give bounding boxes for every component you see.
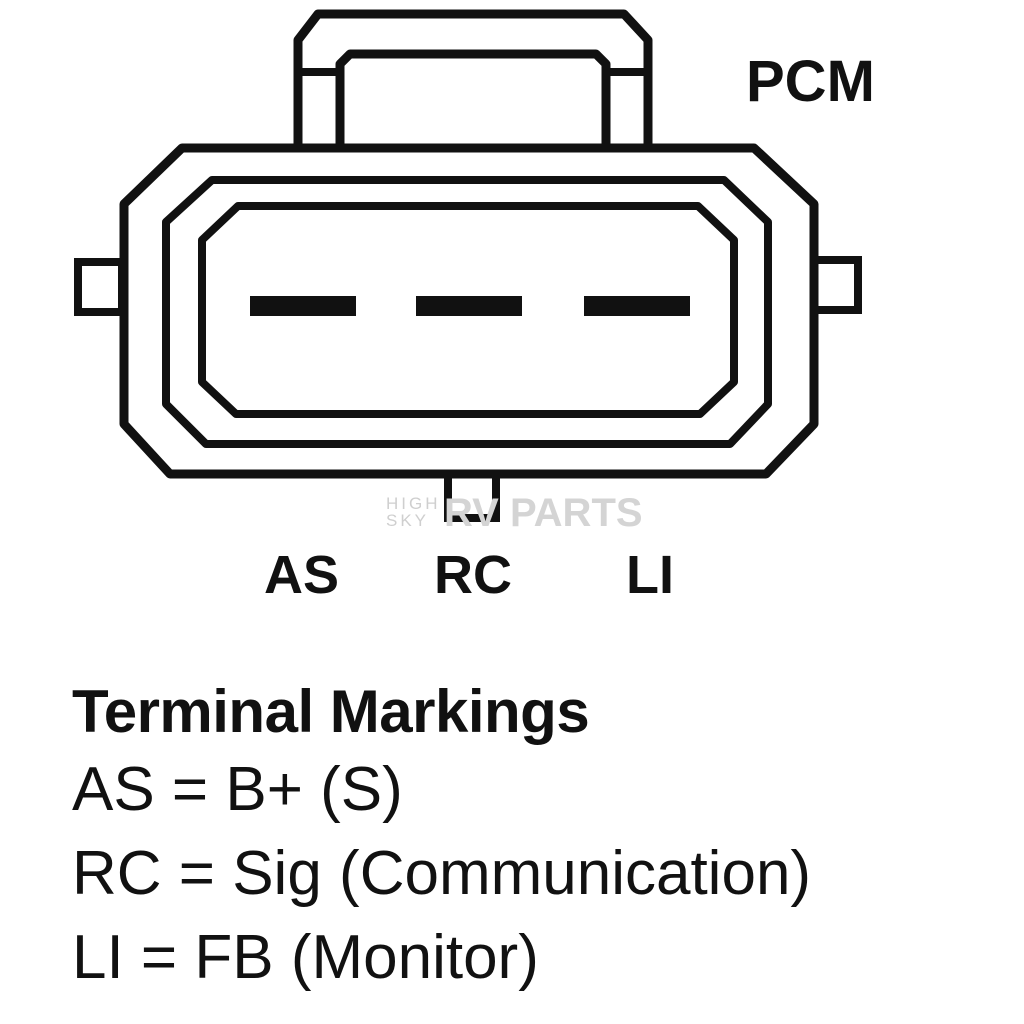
pcm-label: PCM [746, 49, 875, 114]
watermark-line2: SKY [386, 511, 429, 530]
connector-latch-inner [335, 49, 611, 146]
legend-title: Terminal Markings [72, 678, 590, 745]
connector-right-tab [810, 256, 862, 314]
terminal-label-rc: RC [434, 545, 512, 605]
connector-left-tab [74, 258, 126, 316]
terminal-label-as: AS [264, 545, 339, 605]
connector-middle-rim [162, 176, 772, 448]
legend-line-as: AS = B+ (S) [72, 755, 403, 824]
watermark-line1: HIGH [386, 494, 441, 513]
connector-latch-outer [293, 9, 653, 146]
legend-line-rc: RC = Sig (Communication) [72, 839, 812, 908]
pin-rc [416, 296, 522, 316]
terminal-label-li: LI [626, 545, 674, 605]
connector-bottom-key [444, 468, 500, 522]
connector-diagram: HIGH SKY RV PARTS PCM AS RC LI [74, 9, 875, 605]
pin-as [250, 296, 356, 316]
pin-li [584, 296, 690, 316]
terminal-legend: Terminal Markings AS = B+ (S) RC = Sig (… [72, 676, 972, 1000]
watermark-brand: RV PARTS [444, 491, 643, 535]
connector-inner-cavity [198, 202, 738, 418]
legend-line-li: LI = FB (Monitor) [72, 923, 539, 992]
